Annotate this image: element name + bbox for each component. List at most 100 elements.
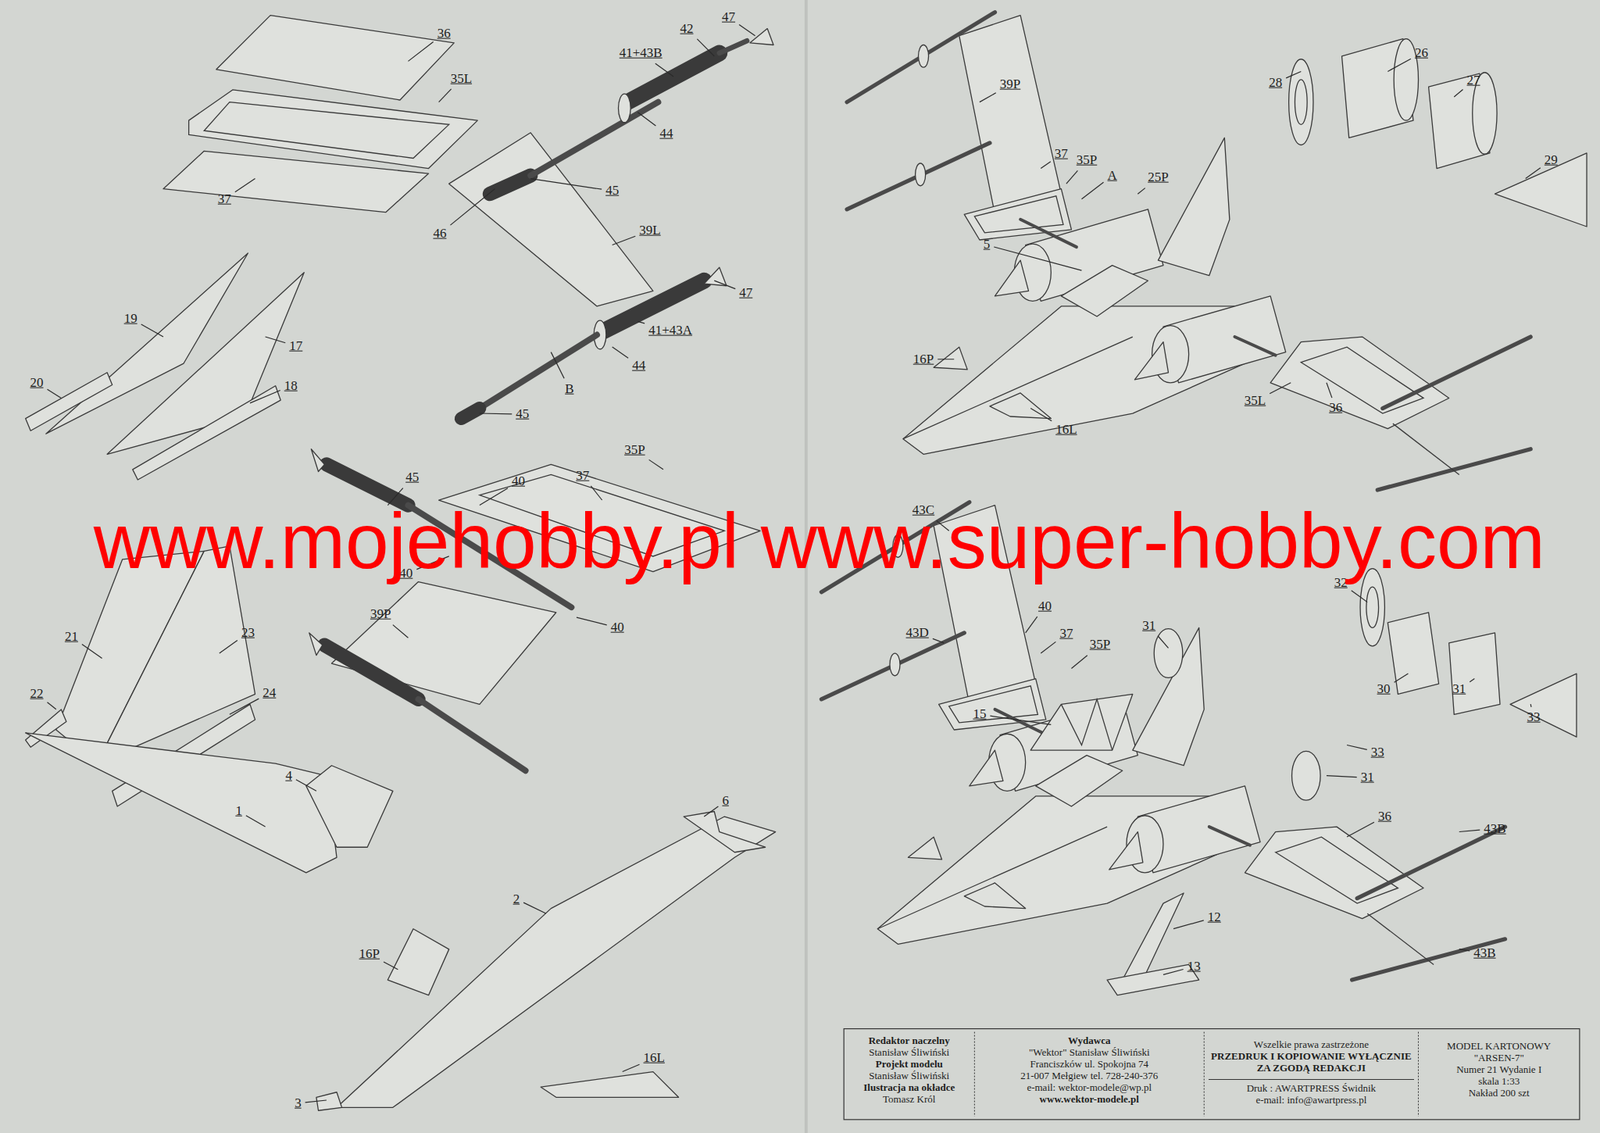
- callout-number: 37: [217, 191, 233, 207]
- callout-number: 44: [658, 126, 674, 142]
- leader-line: [655, 63, 674, 77]
- callout-number: 4: [284, 767, 293, 783]
- fin: [918, 44, 929, 68]
- leader-line: [637, 321, 645, 323]
- wing-edge: [1392, 423, 1460, 475]
- strip-part: [683, 811, 765, 853]
- credit-cell: Wszelkie prawa zastrzeżonePRZEDRUK I KOP…: [1203, 1028, 1418, 1120]
- leader-line: [590, 485, 602, 500]
- leader-line: [1387, 58, 1411, 72]
- credit-text: Ilustracja na okładce: [848, 1082, 970, 1094]
- leader-line: [1346, 821, 1375, 837]
- callout-number: A: [1107, 167, 1118, 183]
- leader-line: [1173, 920, 1204, 929]
- callout-number: 46: [432, 226, 447, 242]
- leader-line: [1326, 382, 1333, 398]
- callout-number: 40: [510, 474, 526, 490]
- leader-line: [246, 815, 266, 827]
- callout-number: 6: [721, 793, 730, 809]
- leader-line: [1346, 744, 1368, 750]
- leader-line: [1394, 673, 1409, 683]
- leader-line: [622, 1064, 640, 1072]
- leader-line: [47, 702, 57, 710]
- nose-cone: [1134, 342, 1168, 380]
- plate-part: [163, 150, 429, 212]
- credit-text: e-mail: wektor-modele@wp.pl: [978, 1082, 1200, 1094]
- callout-number: 15: [971, 707, 987, 722]
- rod: [1020, 219, 1077, 247]
- credit-text: Wydawca: [978, 1035, 1200, 1047]
- exhaust-gear: [1153, 628, 1183, 679]
- credit-text: Numer 21 Wydanie I: [1423, 1064, 1575, 1076]
- callout-number: 43D: [905, 625, 930, 640]
- cannon-part: [324, 645, 418, 700]
- leader-line: [47, 389, 62, 398]
- leader-line: [250, 389, 281, 403]
- fuselage-edge: [903, 336, 1133, 440]
- cone-part: [750, 28, 774, 46]
- cannon-part: [326, 464, 408, 505]
- callout-number: 45: [604, 183, 620, 199]
- credit-text: Redaktor naczelny: [848, 1035, 970, 1047]
- rod: [1382, 336, 1531, 408]
- callout-number: 35P: [1089, 637, 1111, 653]
- leader-line: [82, 643, 103, 658]
- leader-line: [1326, 775, 1358, 778]
- callout-number: 12: [1207, 910, 1222, 925]
- leader-line: [141, 324, 164, 337]
- callout-number: 43B: [1482, 821, 1507, 836]
- fuselage-part: [336, 816, 776, 1108]
- leader-line: [703, 806, 718, 817]
- leader-line: [229, 698, 259, 715]
- leader-line: [989, 715, 1051, 725]
- frame: [964, 189, 1072, 240]
- cannon-part: [627, 53, 720, 103]
- callout-number: 36: [436, 26, 452, 42]
- callout-number: 40: [1037, 598, 1053, 614]
- wing-part: [449, 132, 654, 307]
- aircraft-assembly: [846, 12, 1531, 490]
- tab-part: [316, 1092, 343, 1111]
- leader-line: [296, 779, 317, 791]
- credit-text: skala 1:33: [1423, 1075, 1575, 1088]
- callout-number: 2: [512, 891, 522, 907]
- callout-number: 44: [631, 357, 647, 373]
- rod-part: [479, 334, 597, 408]
- callout-number: 19: [123, 310, 139, 326]
- leader-line: [937, 358, 954, 360]
- leader-line: [979, 92, 997, 103]
- callout-number: 16L: [1054, 422, 1078, 438]
- callout-number: 47: [738, 285, 754, 301]
- callout-number: 47: [721, 10, 736, 25]
- rod: [846, 142, 990, 210]
- credit-frame: [843, 1028, 1580, 1120]
- cone-part: [1510, 673, 1577, 737]
- callout-number: 41+43B: [618, 46, 664, 61]
- callout-number: 37: [1058, 626, 1074, 642]
- leader-line: [1040, 161, 1051, 169]
- callout-number: 24: [261, 685, 277, 701]
- leader-line: [1269, 382, 1291, 394]
- nose-cone: [994, 260, 1029, 297]
- leader-line: [407, 42, 433, 62]
- callout-number: 36: [1328, 400, 1343, 416]
- box-part: [306, 765, 393, 848]
- leader-line: [479, 412, 512, 415]
- fuselage-part: [25, 732, 337, 873]
- callout-number: 39P: [999, 77, 1022, 93]
- rod: [1377, 449, 1531, 490]
- cone-part: [310, 449, 325, 472]
- watermark: www.mojehobby.pl www.super-hobby.com: [93, 501, 1546, 580]
- callout-number: 16L: [642, 1050, 666, 1066]
- callout-number: 39P: [369, 607, 392, 622]
- wing: [1270, 336, 1450, 429]
- callout-number: 39L: [638, 223, 661, 239]
- credit-text: "ARSEN-7": [1423, 1052, 1575, 1065]
- leader-line: [1530, 703, 1533, 708]
- credit-text: Projekt modelu: [848, 1058, 970, 1071]
- credit-text: e-mail: info@awartpress.pl: [1208, 1094, 1414, 1107]
- callout-number: B: [564, 381, 575, 397]
- callout-number: 43B: [1472, 946, 1497, 961]
- engine-cylinder: [1387, 612, 1439, 695]
